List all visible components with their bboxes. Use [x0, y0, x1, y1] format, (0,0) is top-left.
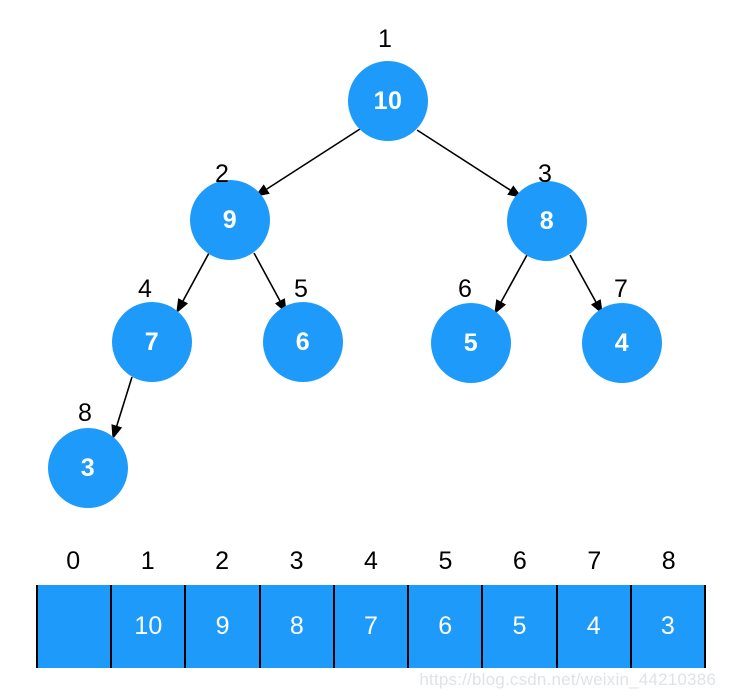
array-cell-row: 10 9 8 7 6 5 4 3 [36, 585, 706, 668]
array-cell-7[interactable]: 4 [557, 585, 632, 668]
tree-node-index-label-5: 5 [294, 275, 308, 303]
array-cell-value: 7 [364, 612, 378, 640]
array-index-3: 3 [289, 547, 304, 575]
tree-edge-8-to-5 [494, 254, 528, 315]
tree-edge-10-to-8 [416, 129, 523, 198]
tree-node-4[interactable]: 7 [112, 302, 192, 382]
array-index-2: 2 [215, 547, 230, 575]
tree-edge-9-to-7 [176, 252, 210, 314]
array-cell-value: 3 [660, 612, 675, 640]
tree-edge-8-to-4 [569, 254, 603, 315]
tree-node-index-label-3: 3 [538, 160, 552, 188]
array-cell-value: 6 [438, 612, 453, 640]
array-index-1: 1 [140, 547, 155, 575]
tree-node-value: 6 [295, 327, 311, 356]
array-cell-2[interactable]: 9 [186, 585, 261, 668]
array-cell-value: 4 [586, 612, 601, 640]
tree-node-index-label-4: 4 [138, 275, 152, 303]
tree-edge-9-to-6 [253, 252, 287, 314]
array-cell-value: 10 [134, 612, 163, 640]
tree-node-index-label-8: 8 [78, 399, 92, 427]
tree-node-index-label-2: 2 [215, 160, 229, 188]
array-cell-0[interactable] [38, 585, 113, 668]
tree-node-value: 4 [614, 328, 630, 357]
tree-node-value: 7 [144, 327, 160, 356]
tree-node-1[interactable]: 10 [348, 61, 428, 141]
array-cell-value: 8 [289, 612, 304, 640]
tree-node-6[interactable]: 5 [431, 303, 511, 383]
array-index-5: 5 [438, 547, 453, 575]
tree-edge-7-to-3 [111, 376, 133, 440]
tree-edge-group [111, 128, 603, 440]
tree-node-2[interactable]: 9 [190, 180, 270, 260]
array-cell-4[interactable]: 7 [334, 585, 410, 668]
array-cell-6[interactable]: 5 [483, 585, 558, 668]
array-index-8: 8 [661, 547, 676, 575]
tree-node-3[interactable]: 8 [507, 181, 587, 261]
tree-node-8[interactable]: 3 [48, 428, 128, 508]
array-index-4: 4 [364, 547, 378, 575]
array-index-6: 6 [512, 547, 527, 575]
tree-node-value: 5 [463, 328, 479, 357]
tree-node-7[interactable]: 4 [582, 303, 662, 383]
array-index-7: 7 [587, 547, 602, 575]
array-index-0: 0 [66, 547, 81, 575]
tree-edges-layer [111, 128, 603, 440]
tree-node-index-label-1: 1 [378, 25, 392, 53]
tree-node-value: 8 [539, 206, 555, 235]
watermark-text: https://blog.csdn.net/weixin_44210386 [419, 670, 716, 689]
tree-node-value: 9 [222, 205, 238, 234]
tree-edge-10-to-9 [254, 128, 361, 197]
tree-node-index-label-6: 6 [458, 275, 472, 303]
tree-node-value: 3 [80, 453, 96, 482]
array-cell-5[interactable]: 6 [409, 585, 484, 668]
array-cell-1[interactable]: 10 [112, 585, 187, 668]
array-representation: 0 1 2 3 4 5 6 7 8 10 9 8 7 6 5 4 3 [36, 546, 706, 668]
array-cell-3[interactable]: 8 [260, 585, 335, 668]
tree-node-5[interactable]: 6 [263, 302, 343, 382]
array-cell-value: 5 [512, 612, 527, 640]
array-index-row: 0 1 2 3 4 5 6 7 8 [36, 546, 706, 582]
tree-node-index-label-7: 7 [614, 275, 628, 303]
tree-node-value: 10 [373, 86, 403, 115]
array-cell-value: 9 [215, 612, 230, 640]
array-cell-8[interactable]: 3 [631, 585, 704, 668]
